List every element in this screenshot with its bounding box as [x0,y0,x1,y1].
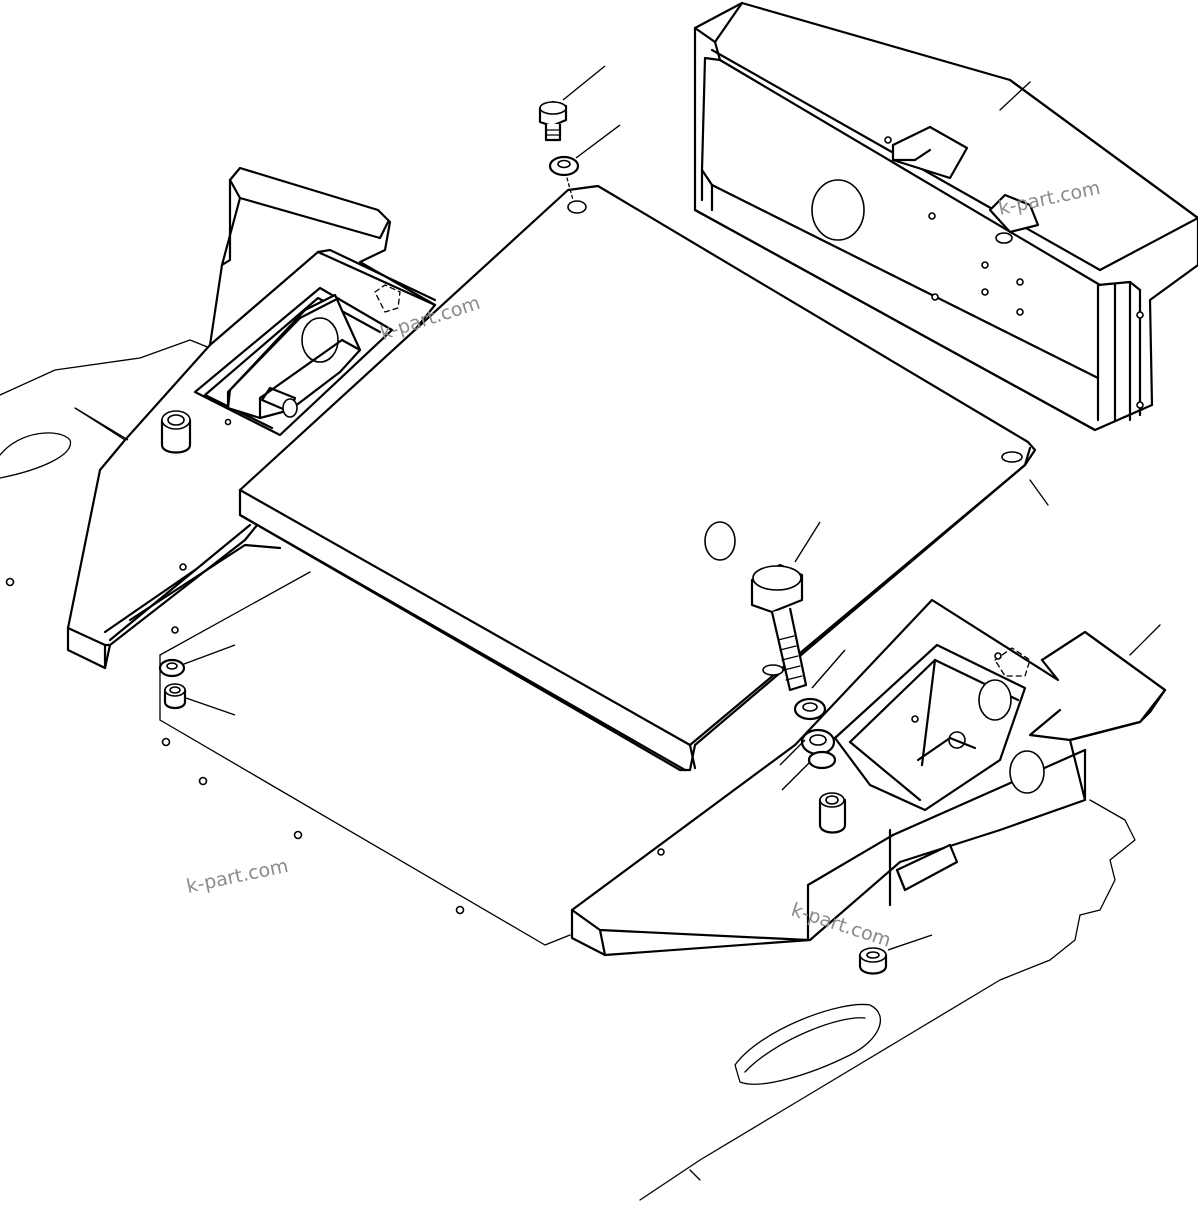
nut-left-lower [163,683,236,716]
cover-plate [238,184,1049,772]
nut-left-upper [158,644,236,678]
leader-left-bracket [74,407,129,441]
right-bracket [570,598,1167,957]
nut-right [858,934,933,975]
washer-small [548,124,621,201]
washer-large [793,649,846,721]
watermark-text: k-part.com [184,855,290,898]
rear-panel [693,1,1198,432]
bolt-small [538,65,606,142]
left-bracket [66,166,437,670]
spring-washer [779,728,837,791]
bolt-large [750,521,821,692]
floor-plate [0,339,1136,1201]
